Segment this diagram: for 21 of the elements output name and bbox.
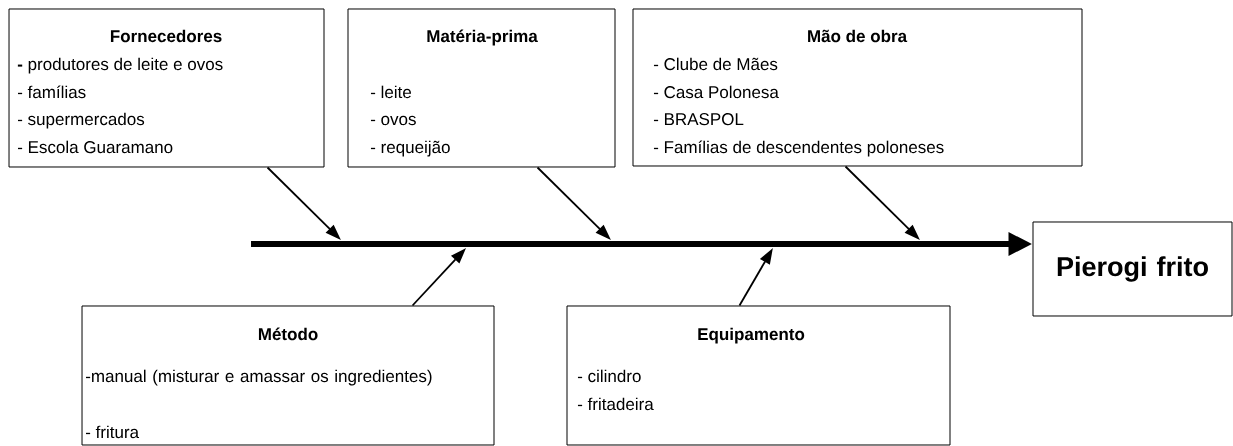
list-item: - produtores de leite e ovos [17, 57, 223, 74]
list-item: - Casa Polonesa [653, 85, 779, 99]
list-item: - Escola Guaramano [17, 140, 173, 154]
list-item: - leite [370, 85, 411, 99]
list-item: - BRASPOL [653, 113, 744, 126]
list-item: - famílias [17, 85, 86, 99]
box-heading: Fornecedores [110, 29, 222, 43]
box-heading: Equipamento [698, 327, 805, 344]
list-item: - fritadeira [577, 397, 654, 411]
list-item: -manual (misturar e amassar os ingredientes) [85, 369, 432, 386]
list-item: - ovos [370, 115, 416, 126]
box-heading: Mão de obra [808, 29, 908, 43]
effect-label: Pierogi frito [1057, 256, 1208, 282]
list-item: - Clube de Mães [653, 57, 778, 71]
list-item: - cilindro [577, 369, 641, 383]
list-item: - supermercados [17, 112, 145, 129]
list-item: - Famílias de descendentes poloneses [653, 140, 944, 157]
box-heading: Matéria-prima [427, 29, 538, 46]
list-item: - requeijão [370, 140, 450, 157]
list-item: - fritura [85, 425, 140, 439]
box-heading: Método [258, 327, 318, 341]
